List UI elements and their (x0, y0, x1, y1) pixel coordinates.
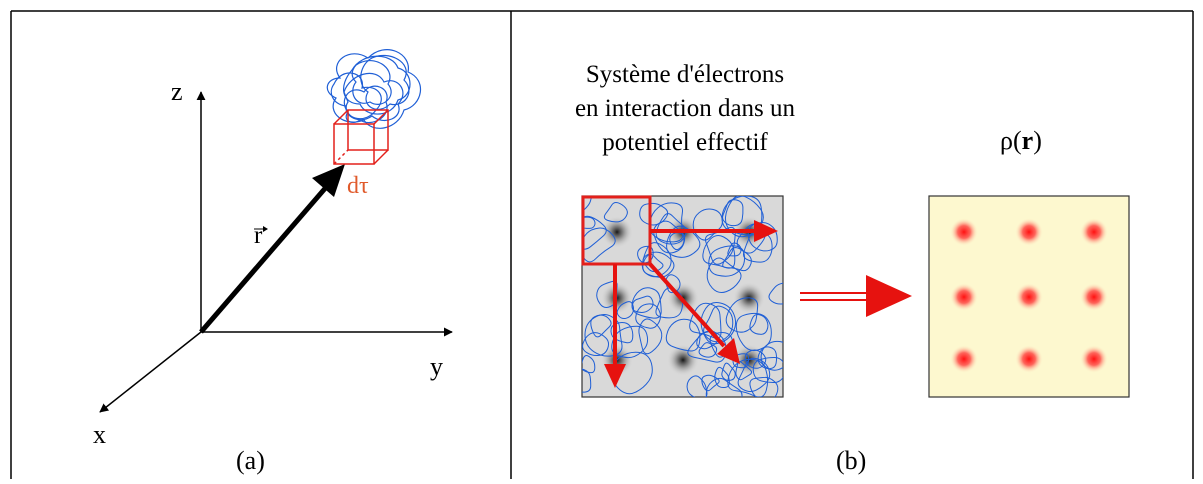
electron-orbit (686, 375, 708, 397)
electron-orbit (727, 358, 769, 397)
electron-system-box (581, 195, 784, 398)
panel-frame (10, 10, 1194, 479)
electron-orbit (705, 377, 743, 397)
volume-element-cube (333, 109, 389, 165)
panel-a (99, 49, 453, 413)
interaction-arrows (604, 220, 778, 388)
ion-cores (582, 196, 783, 397)
ion-core (667, 344, 699, 376)
electron-orbit (760, 340, 783, 371)
position-vector (199, 183, 330, 334)
arrow-diagonal-line (648, 262, 726, 348)
cube-front-face (333, 123, 375, 165)
density-peaks (950, 218, 1108, 373)
electron-orbit (635, 303, 661, 329)
electron-orbit (582, 227, 616, 263)
electron-orbit (642, 251, 675, 278)
arrow-down-head (604, 364, 626, 388)
electron-orbit (638, 318, 663, 355)
arrow-diagonal-head (717, 338, 740, 364)
electron-orbit (584, 314, 623, 357)
x-axis-label: x (93, 420, 106, 449)
electron-orbit (590, 314, 612, 338)
electron-orbit (582, 215, 607, 250)
vector-label: r (254, 222, 263, 249)
electron-orbit (737, 357, 771, 393)
electron-cloud (326, 49, 422, 129)
caption-a: (a) (236, 446, 265, 475)
electron-orbit (689, 302, 722, 339)
density-peak (1015, 345, 1043, 373)
electron-orbit (665, 274, 681, 294)
density-peak (950, 283, 978, 311)
panel-b (581, 195, 1130, 398)
cube-back-face (347, 109, 389, 151)
electron-orbit (722, 199, 744, 227)
electron-orbit (582, 216, 596, 229)
electron-orbit (665, 318, 701, 352)
volume-element-label: dτ (347, 173, 369, 199)
system-title-line-2: en interaction dans un (574, 95, 796, 122)
electron-orbit (747, 221, 778, 252)
y-axis-label: y (430, 352, 443, 381)
electron-orbit (735, 361, 753, 381)
system-title-line-3: potentiel effectif (602, 129, 768, 156)
density-box (928, 195, 1130, 398)
electron-orbit (700, 302, 737, 345)
electron-orbit (653, 220, 686, 254)
density-peak (1080, 345, 1108, 373)
electron-orbit (582, 332, 610, 356)
transition-arrow (800, 275, 912, 317)
electron-orbit (749, 376, 779, 397)
electron-orbit (768, 282, 783, 305)
ion-core (601, 216, 633, 248)
electron-orbit (698, 342, 718, 358)
system-title: Système d'électrons en interaction dans … (525, 58, 845, 160)
density-peak (1080, 218, 1108, 246)
x-axis (99, 331, 202, 413)
density-peak (1015, 283, 1043, 311)
arrow-right-head (754, 220, 778, 242)
electron-orbit (639, 202, 669, 226)
electron-orbit (706, 257, 742, 293)
electron-orbit (735, 312, 772, 352)
electron-orbit (666, 225, 701, 258)
electron-orbit (603, 201, 628, 223)
electron-orbit (725, 297, 759, 333)
density-label: ρ(r) (1000, 126, 1042, 156)
z-axis-label: z (171, 77, 183, 106)
electron-orbit (749, 313, 769, 335)
electron-orbit (611, 325, 649, 359)
system-title-line-1: Système d'électrons (585, 61, 785, 88)
electron-orbit (721, 362, 736, 381)
density-label-r: r (1021, 126, 1034, 155)
electron-orbit (610, 322, 634, 344)
electron-orbit (752, 356, 783, 384)
electron-orbit (631, 295, 654, 313)
density-peak (950, 218, 978, 246)
density-peak (950, 345, 978, 373)
electron-orbit (582, 355, 596, 374)
vector-hat-head-icon (263, 226, 268, 232)
transition-arrow-head (866, 275, 912, 317)
caption-b: (b) (836, 446, 867, 475)
electron-orbit (582, 368, 592, 393)
electron-orbit (757, 346, 778, 370)
electron-orbit (616, 301, 635, 320)
density-label-close: ) (1033, 126, 1042, 155)
density-peak (1080, 283, 1108, 311)
density-label-rho: ρ( (1000, 126, 1022, 155)
density-peak (1015, 218, 1043, 246)
electron-orbit (582, 196, 593, 212)
position-vector-arrowhead (312, 164, 345, 197)
electron-orbit (702, 235, 736, 269)
electron-orbit (732, 353, 750, 369)
electron-orbit (637, 245, 654, 264)
